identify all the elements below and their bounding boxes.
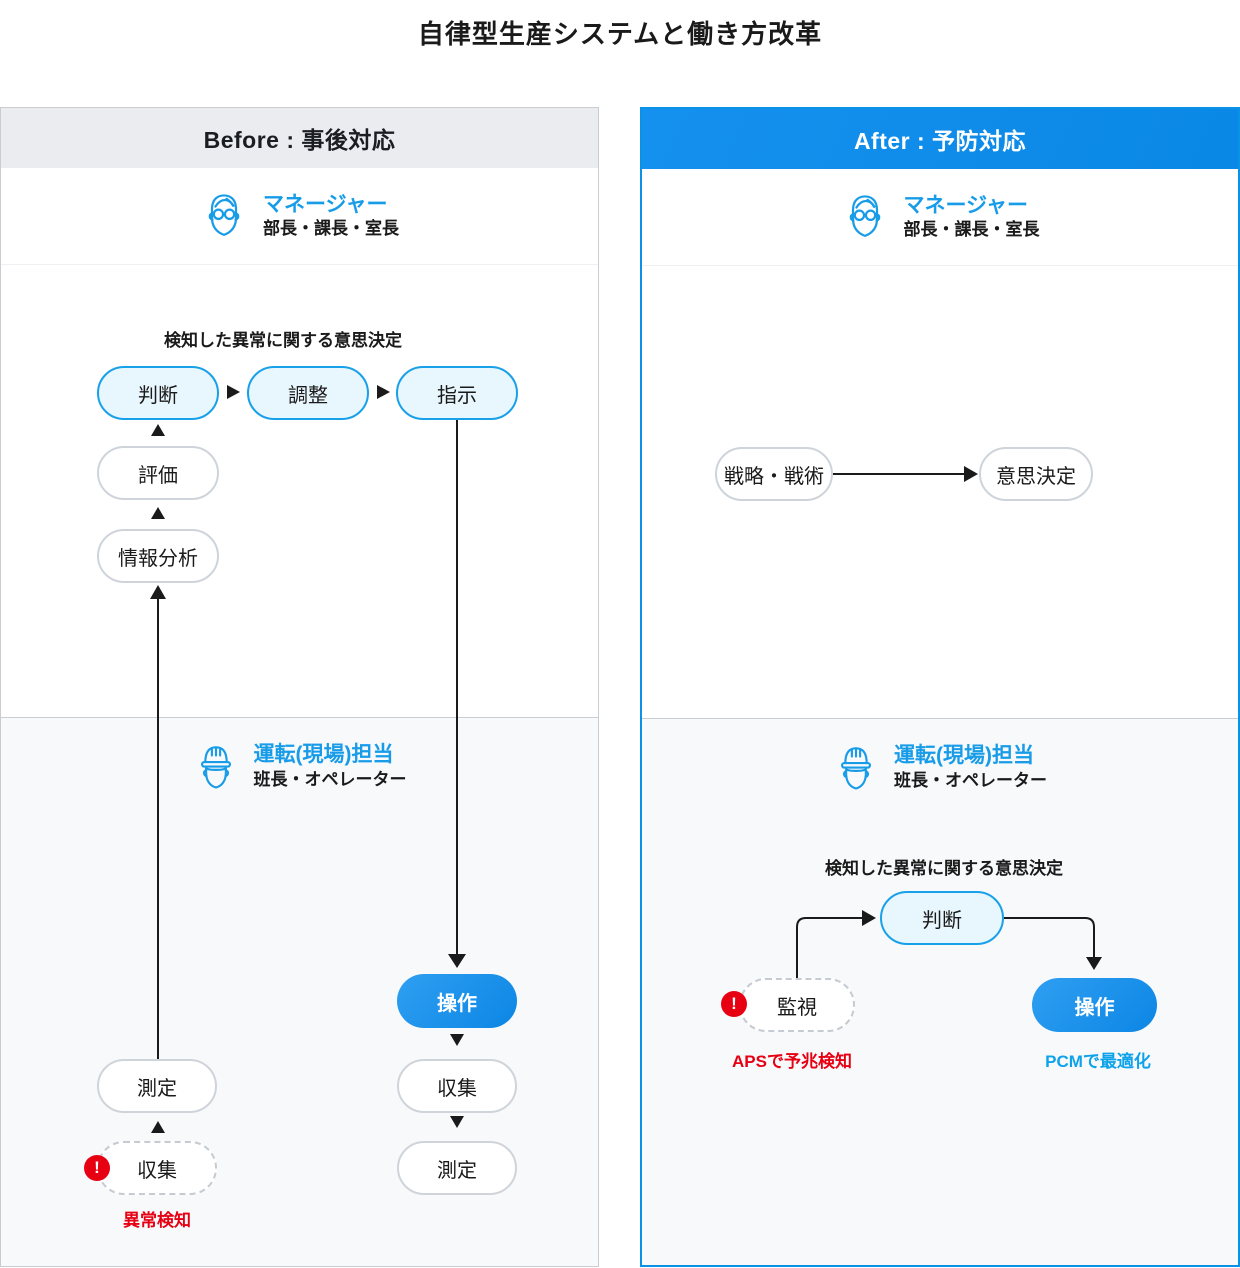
manager-subtitle: 部長・課長・室長: [263, 219, 399, 239]
pill-monitor: 監視: [739, 978, 855, 1032]
after-manager-text: マネージャー 部長・課長・室長: [904, 193, 1040, 241]
alert-exclamation-icon: !: [84, 1155, 110, 1181]
after-monitor-caption: APSで予兆検知: [732, 1052, 852, 1071]
page-title: 自律型生産システムと働き方改革: [417, 19, 823, 49]
pill-strategy: 戦略・戦術: [715, 447, 833, 501]
pill-evaluate: 評価: [97, 446, 219, 500]
after-manager-band: マネージャー 部長・課長・室長: [642, 169, 1238, 266]
pill-operate: 操作: [1032, 978, 1157, 1032]
operator-subtitle: 班長・オペレーター: [894, 770, 1047, 790]
pill-analyze: 情報分析: [97, 529, 219, 583]
after-operate-caption: PCMで最適化: [1045, 1052, 1151, 1071]
before-panel: Before : 事後対応 マネージャー 部長・課長・室長: [0, 107, 599, 1267]
hard-hat-icon: [193, 739, 239, 795]
before-operator-text: 運転(現場)担当 班長・オペレーター: [254, 742, 407, 790]
manager-face-icon: [841, 191, 889, 243]
manager-title: マネージャー: [903, 193, 1029, 217]
pill-judgment: 判断: [880, 891, 1004, 945]
pill-measure: 測定: [97, 1059, 217, 1113]
manager-title: マネージャー: [263, 192, 388, 216]
after-operator-text: 運転(現場)担当 班長・オペレーター: [894, 743, 1047, 791]
after-header: After : 予防対応: [642, 109, 1238, 169]
after-operator-band: 運転(現場)担当 班長・オペレーター: [642, 718, 1238, 817]
pill-collect: 収集: [97, 1141, 217, 1195]
manager-face-icon: [200, 190, 248, 242]
pill-operate: 操作: [397, 974, 517, 1028]
manager-subtitle: 部長・課長・室長: [903, 220, 1040, 240]
hard-hat-icon: [833, 740, 879, 796]
before-operator-band: 運転(現場)担当 班長・オペレーター: [1, 717, 598, 816]
pill-measure-chain: 測定: [397, 1141, 517, 1195]
after-decision-caption: 検知した異常に関する意思決定: [825, 859, 1063, 878]
operator-subtitle: 班長・オペレーター: [253, 769, 407, 789]
pill-adjust: 調整: [247, 366, 369, 420]
pill-judgment: 判断: [97, 366, 219, 420]
pill-collect-chain: 収集: [397, 1059, 517, 1113]
after-bottom-band: [642, 816, 1238, 1265]
pill-instruct: 指示: [396, 366, 518, 420]
before-manager-band: マネージャー 部長・課長・室長: [1, 168, 598, 265]
before-manager-text: マネージャー 部長・課長・室長: [263, 192, 399, 240]
before-alert-caption: 異常検知: [123, 1211, 191, 1230]
operator-title: 運転(現場)担当: [894, 744, 1034, 768]
operator-title: 運転(現場)担当: [253, 743, 394, 767]
after-panel: After : 予防対応 マネージャー 部長・課長・室長: [640, 107, 1240, 1267]
before-bottom-band: [1, 815, 598, 1266]
before-header: Before : 事後対応: [1, 108, 598, 169]
alert-exclamation-icon: !: [721, 991, 747, 1017]
before-decision-caption: 検知した異常に関する意思決定: [164, 331, 402, 350]
pill-decision: 意思決定: [979, 447, 1093, 501]
